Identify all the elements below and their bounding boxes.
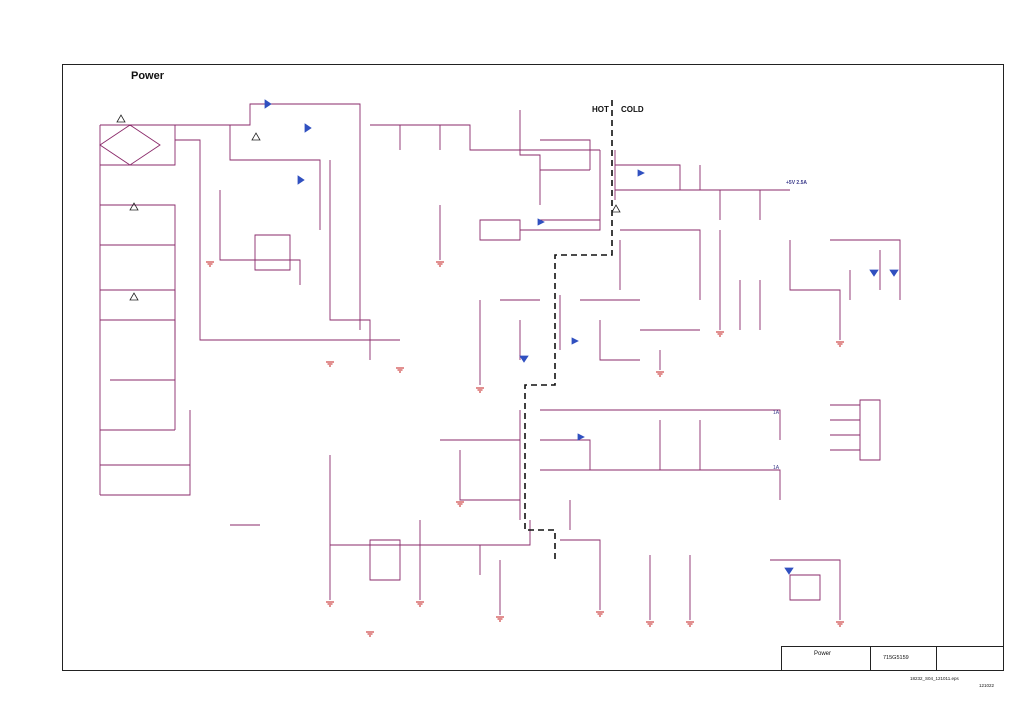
schematic-title: Power — [131, 70, 165, 82]
title-block — [781, 646, 1004, 671]
title-block-cell-name — [871, 646, 937, 671]
footer-file-name: 18232_S04_121011.eps — [910, 676, 959, 681]
main-output-label: +5V 2.5A — [786, 180, 807, 186]
title-block-cell-code — [937, 646, 1004, 671]
title-block-name: Power — [814, 651, 832, 657]
output-current-label-a: 1A — [773, 410, 780, 416]
title-block-code: 715G5159 — [883, 655, 909, 661]
schematic-sheet-border — [62, 64, 1004, 671]
hot-side-label: HOT — [592, 105, 609, 114]
footer-date: 121022 — [979, 683, 995, 688]
title-block-cell-empty — [781, 646, 871, 671]
output-current-label-b: 1A — [773, 465, 780, 471]
cold-side-label: COLD — [621, 105, 644, 114]
